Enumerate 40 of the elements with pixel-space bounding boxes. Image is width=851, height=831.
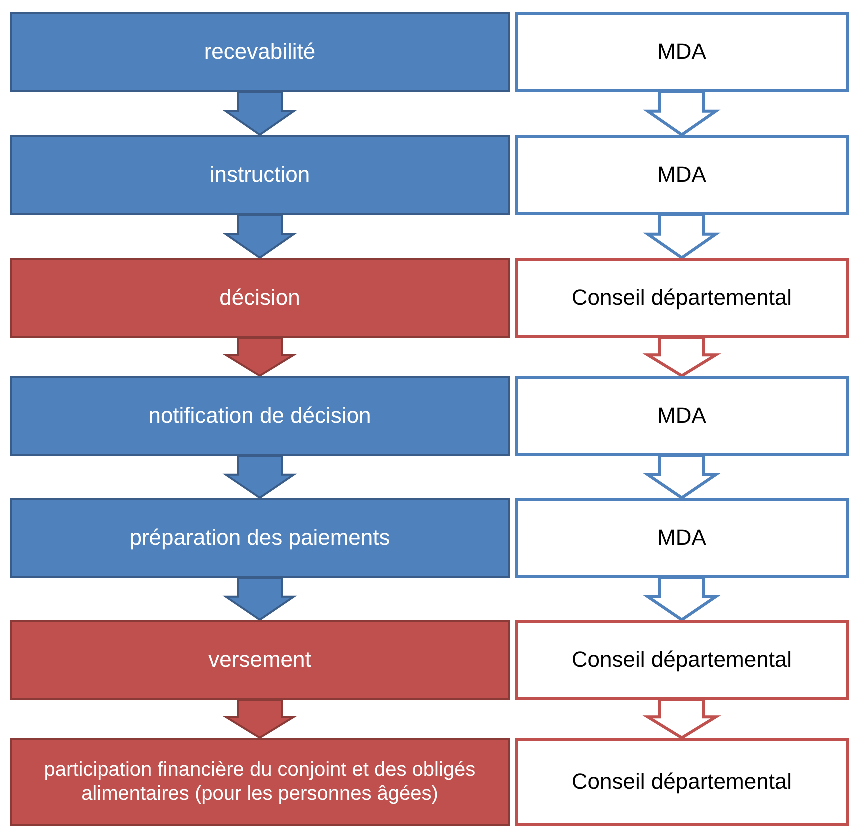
step-label: décision — [220, 284, 300, 312]
step-box — [10, 620, 510, 700]
down-arrow — [222, 455, 298, 500]
step-label: participation financière du conjoint et des obligés alimentaires (pour les personnes âgées) — [43, 758, 477, 806]
step-label: Conseil départemental — [572, 768, 792, 796]
down-arrow — [642, 698, 722, 740]
step-box — [10, 738, 510, 826]
down-arrow — [643, 214, 721, 260]
down-arrow — [222, 91, 298, 136]
step-label: recevabilité — [204, 38, 316, 66]
step-label: Conseil départemental — [572, 284, 792, 312]
step-label: MDA — [658, 524, 706, 552]
responsible-box — [515, 620, 849, 700]
step-label: instruction — [210, 162, 310, 188]
step-box — [10, 498, 510, 578]
responsible-box — [515, 376, 849, 456]
step-label: MDA — [658, 162, 706, 188]
step-box — [10, 376, 510, 456]
step-label: notification de décision — [148, 402, 372, 430]
down-arrow — [222, 337, 298, 378]
down-arrow — [643, 576, 721, 622]
step-box — [10, 135, 510, 215]
step-label: MDA — [658, 38, 706, 66]
step-label: versement — [208, 646, 312, 674]
responsible-box — [515, 12, 849, 92]
responsible-box — [515, 135, 849, 215]
step-label: MDA — [658, 402, 706, 430]
responsible-box — [515, 498, 849, 578]
down-arrow — [642, 336, 722, 378]
responsible-box — [515, 258, 849, 338]
down-arrow — [643, 90, 721, 137]
down-arrow — [643, 454, 721, 500]
step-label: Conseil départemental — [572, 646, 792, 674]
down-arrow — [222, 577, 298, 622]
step-box — [10, 258, 510, 338]
step-label: préparation des paiements — [130, 524, 390, 552]
down-arrow — [222, 214, 298, 260]
step-box — [10, 12, 510, 92]
down-arrow — [222, 699, 298, 740]
responsible-box — [515, 738, 849, 826]
